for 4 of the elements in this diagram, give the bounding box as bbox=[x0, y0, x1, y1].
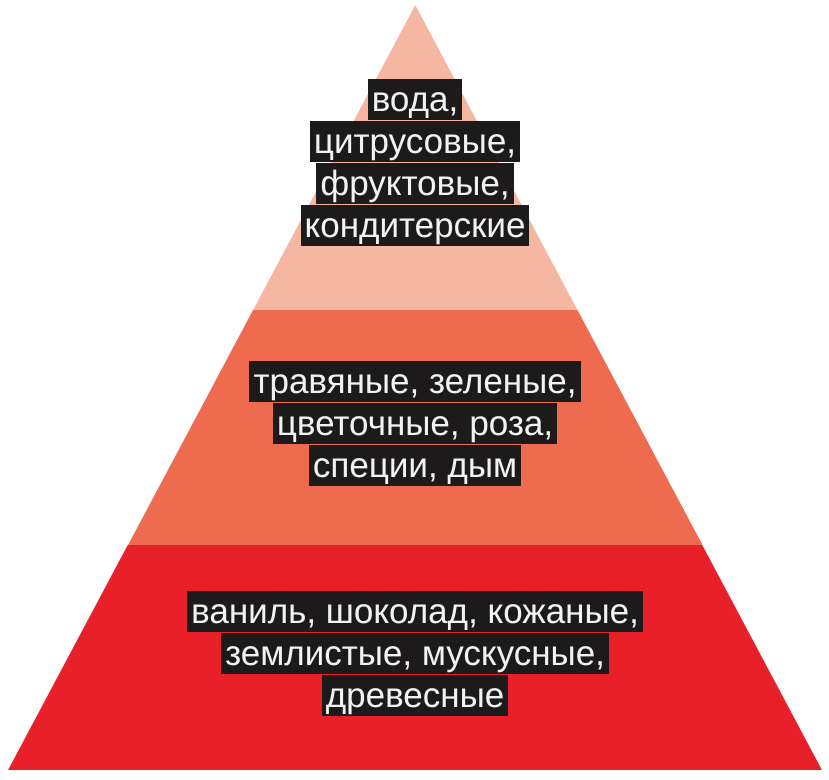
pyramid-tier bbox=[8, 545, 822, 770]
pyramid-tier bbox=[252, 5, 578, 310]
highlighted-text: вода, цитрусовые, фруктовые, кондитерские bbox=[300, 79, 530, 247]
pyramid-tier bbox=[128, 310, 702, 545]
